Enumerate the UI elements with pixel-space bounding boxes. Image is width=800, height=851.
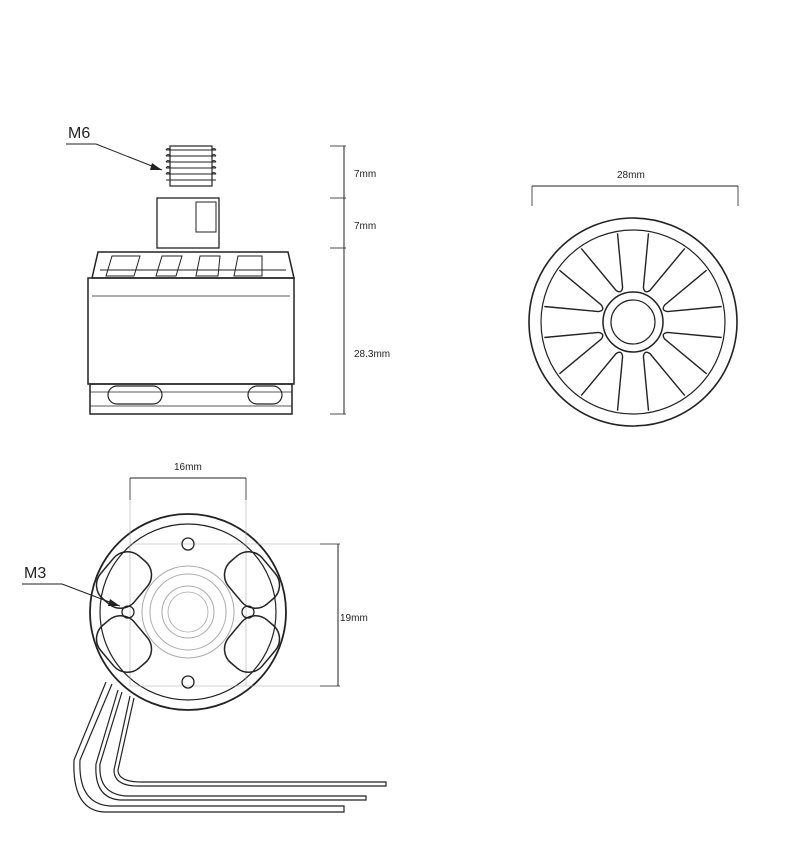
thread-callout: M6 <box>66 125 163 171</box>
diameter-dimension: 28mm <box>531 170 739 206</box>
vertical-spacing-dimension: 19mm <box>320 543 368 687</box>
height-dimensions: 7mm 7mm 28.3mm <box>330 145 390 415</box>
collar-height-label: 7mm <box>354 221 376 232</box>
spoke <box>662 331 722 375</box>
shaft-collar <box>156 197 220 249</box>
spoke <box>580 351 624 411</box>
outer-diameter-label: 28mm <box>617 170 645 181</box>
motor-side-view: M6 7mm 7mm 28.3mm <box>66 125 390 415</box>
horizontal-spacing-dimension: 16mm <box>129 462 247 500</box>
motor-body <box>87 277 295 385</box>
bell-outline <box>528 217 738 427</box>
motor-bottom-view: 16mm 19mm <box>22 462 387 813</box>
spoke <box>544 269 604 313</box>
bell-top <box>91 251 295 279</box>
spoke <box>544 331 604 375</box>
bell-spokes <box>544 233 722 411</box>
hole-spacing-v-label: 19mm <box>340 613 368 624</box>
hole-spacing-h-label: 16mm <box>174 462 202 473</box>
spoke <box>642 233 686 293</box>
spoke <box>642 351 686 411</box>
motor-top-view: 28mm <box>528 170 739 427</box>
base-slots <box>95 551 281 673</box>
base-plate <box>89 500 320 711</box>
mount-screw-label: M3 <box>24 565 46 582</box>
thread-size-label: M6 <box>68 125 90 142</box>
motor-wires <box>73 681 387 813</box>
threaded-shaft <box>165 145 217 187</box>
spoke <box>580 233 624 293</box>
shaft-height-label: 7mm <box>354 169 376 180</box>
mount-screw-callout: M3 <box>22 565 121 607</box>
motor-base <box>89 383 293 415</box>
spoke <box>662 269 722 313</box>
body-height-label: 28.3mm <box>354 349 390 360</box>
mounting-holes <box>121 537 255 689</box>
